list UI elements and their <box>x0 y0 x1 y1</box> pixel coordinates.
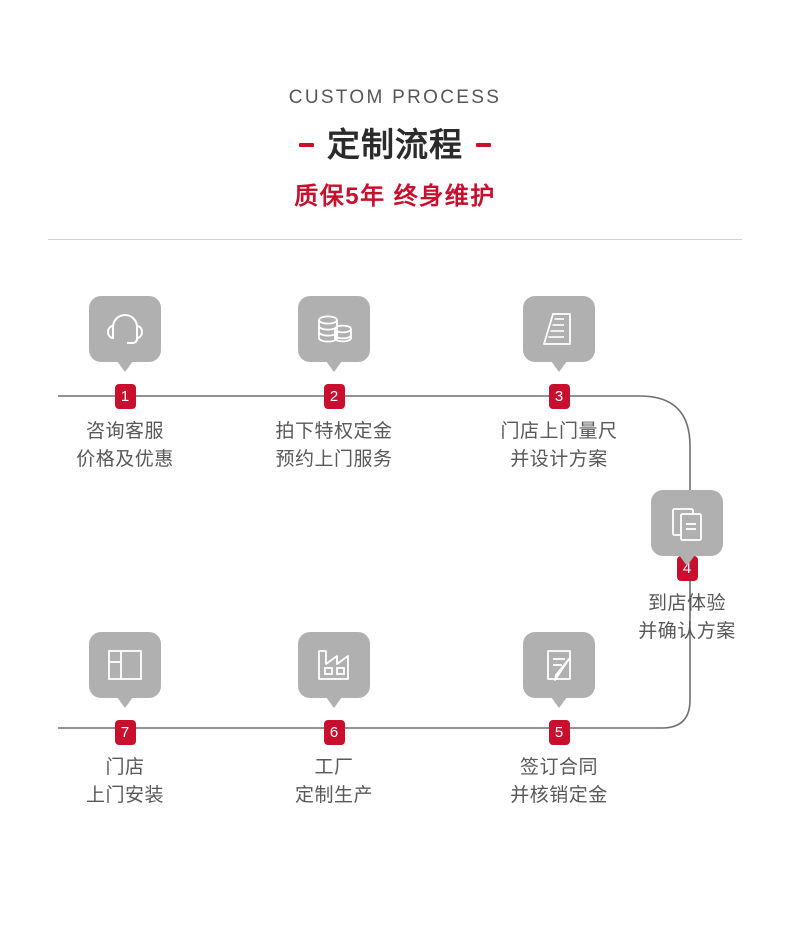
page-subtitle: 质保5年 终身维护 <box>294 183 496 210</box>
title-dash-left-icon <box>299 142 314 147</box>
step-badge-6: 6 <box>323 720 345 745</box>
step-label-5: 签订合同 并核销定金 <box>510 757 608 806</box>
step-label-2: 拍下特权定金 预约上门服务 <box>275 421 393 470</box>
step-badge-5: 5 <box>548 720 570 745</box>
window-icon <box>89 632 161 708</box>
step-badge-3: 3 <box>548 384 570 409</box>
step-badge-7: 7 <box>114 720 136 745</box>
contract-icon <box>523 632 595 708</box>
page-title: 定制流程 <box>0 128 790 161</box>
step-badge-1: 1 <box>114 384 136 409</box>
ruler-icon <box>523 296 595 372</box>
flow-step-4[interactable]: 4 到店体验 并确认方案 <box>612 490 762 646</box>
documents-icon <box>651 490 723 566</box>
header-divider <box>48 239 742 240</box>
flow-step-1[interactable]: 1 咨询客服 价格及优惠 <box>50 296 200 474</box>
title-dash-right-icon <box>476 142 491 147</box>
page-header: CUSTOM PROCESS 定制流程 质保5年 终身维护 <box>0 0 790 209</box>
step-label-6: 工厂 定制生产 <box>294 757 373 806</box>
step-badge-2: 2 <box>323 384 345 409</box>
flow-step-5[interactable]: 5 签订合同 并核销定金 <box>484 632 634 810</box>
coins-icon <box>298 296 370 372</box>
factory-icon <box>298 632 370 708</box>
step-label-1: 咨询客服 价格及优惠 <box>76 421 174 470</box>
flow-step-7[interactable]: 7 门店 上门安装 <box>50 632 200 810</box>
step-label-7: 门店 上门安装 <box>85 757 164 806</box>
eyebrow-text: CUSTOM PROCESS <box>288 87 502 108</box>
flow-step-2[interactable]: 2 拍下特权定金 预约上门服务 <box>259 296 409 474</box>
flow-step-3[interactable]: 3 门店上门量尺 并设计方案 <box>484 296 634 474</box>
page-title-text: 定制流程 <box>327 126 463 163</box>
headset-icon <box>89 296 161 372</box>
flow-step-6[interactable]: 6 工厂 定制生产 <box>259 632 409 810</box>
step-label-3: 门店上门量尺 并设计方案 <box>500 421 618 470</box>
step-label-4: 到店体验 并确认方案 <box>638 593 736 642</box>
